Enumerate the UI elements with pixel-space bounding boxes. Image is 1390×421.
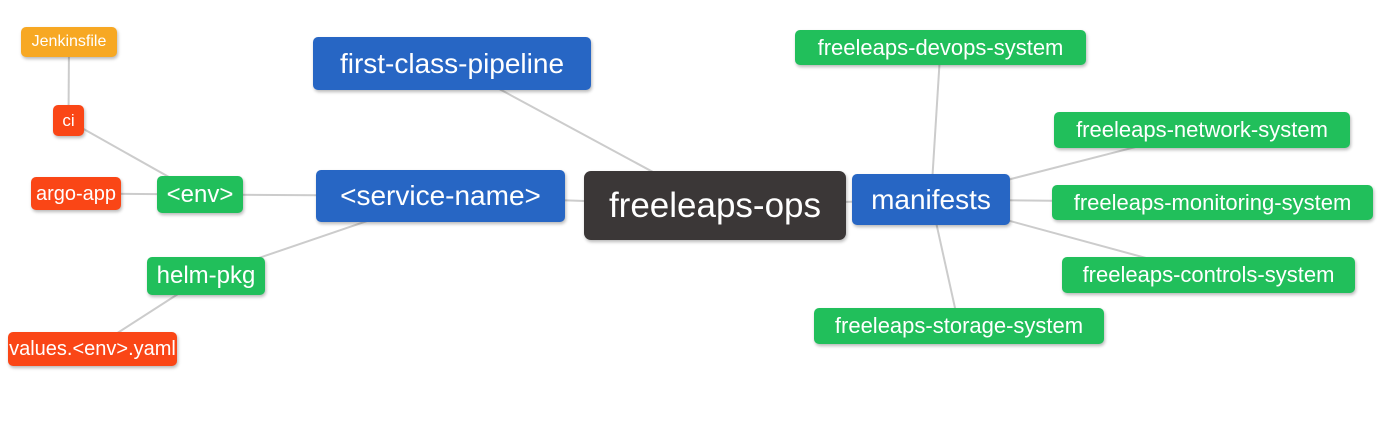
- mindmap-node-env[interactable]: <env>: [157, 176, 243, 213]
- mindmap-node-freeleaps-controls-system[interactable]: freeleaps-controls-system: [1062, 257, 1355, 293]
- mindmap-node-values-env-yaml[interactable]: values.<env>.yaml: [8, 332, 177, 366]
- mindmap-node-helm-pkg[interactable]: helm-pkg: [147, 257, 265, 295]
- mindmap-node-argo-app[interactable]: argo-app: [31, 177, 121, 210]
- mindmap-node-jenkinsfile[interactable]: Jenkinsfile: [21, 27, 117, 57]
- node-label: freeleaps-controls-system: [1082, 262, 1335, 287]
- node-label: <env>: [166, 180, 234, 208]
- node-label: argo-app: [35, 182, 117, 205]
- node-label: Jenkinsfile: [31, 33, 107, 50]
- mindmap-node-first-class-pipeline[interactable]: first-class-pipeline: [313, 37, 591, 90]
- node-label: values.<env>.yaml: [9, 338, 176, 360]
- node-label: <service-name>: [340, 180, 541, 211]
- node-label: helm-pkg: [156, 262, 256, 289]
- node-label: first-class-pipeline: [339, 47, 565, 79]
- node-label: ci: [62, 111, 75, 130]
- node-label: freeleaps-ops: [608, 186, 822, 225]
- node-label: freeleaps-devops-system: [817, 34, 1064, 60]
- mindmap-node-service-name[interactable]: <service-name>: [316, 170, 565, 222]
- mindmap-node-manifests[interactable]: manifests: [852, 174, 1010, 225]
- mindmap-node-freeleaps-storage-system[interactable]: freeleaps-storage-system: [814, 308, 1104, 344]
- mindmap-node-freeleaps-ops[interactable]: freeleaps-ops: [584, 171, 846, 240]
- mindmap-node-freeleaps-devops-system[interactable]: freeleaps-devops-system: [795, 30, 1086, 65]
- node-label: freeleaps-storage-system: [834, 313, 1084, 338]
- node-label: manifests: [871, 183, 991, 215]
- node-label: freeleaps-monitoring-system: [1073, 189, 1352, 215]
- mindmap-node-ci[interactable]: ci: [53, 105, 84, 136]
- mindmap-node-freeleaps-network-system[interactable]: freeleaps-network-system: [1054, 112, 1350, 148]
- node-label: freeleaps-network-system: [1076, 117, 1328, 142]
- mindmap-node-freeleaps-monitoring-system[interactable]: freeleaps-monitoring-system: [1052, 185, 1373, 220]
